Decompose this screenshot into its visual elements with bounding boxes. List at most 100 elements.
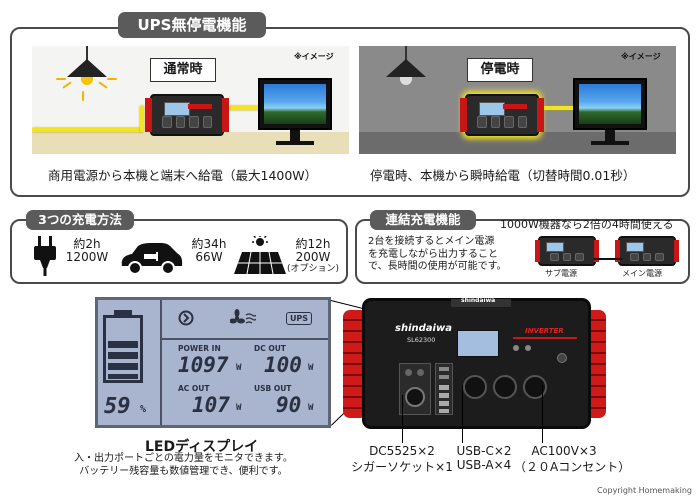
monitor-base — [591, 141, 629, 145]
power-in-unit: W — [236, 363, 242, 373]
power-cable — [32, 128, 142, 132]
battery-percent: 59 — [104, 394, 131, 419]
image-note: ※イメージ — [294, 52, 334, 61]
usb-a-port[interactable] — [439, 401, 449, 406]
accent-stripe — [513, 337, 577, 339]
power-icon — [178, 310, 194, 326]
light-ray — [107, 78, 117, 80]
lcd-divider — [162, 338, 328, 340]
usb-c-port[interactable] — [439, 375, 449, 379]
linking-headline: 1000W機器なら2倍の4時間使える — [500, 218, 674, 231]
monitor-stand — [290, 130, 300, 142]
light-ray — [56, 78, 66, 80]
bulb-lit-icon — [81, 77, 93, 85]
battery-icon — [103, 315, 143, 383]
monitor-base — [276, 141, 314, 145]
led-description: 入・出力ポートごとの電力量をモニタできます。 バッテリー残容量も数値管理でき、便… — [74, 453, 293, 477]
car-time: 約34h — [191, 237, 227, 251]
charging-title: 3つの充電方法 — [26, 210, 134, 230]
cigar-socket[interactable] — [405, 387, 425, 407]
link-cable — [594, 258, 622, 260]
inverter-badge: INVERTER — [525, 327, 564, 335]
power-cable — [222, 106, 270, 110]
floor — [32, 132, 349, 154]
plug-time: 約2h — [73, 237, 101, 251]
power-station-icon — [460, 94, 544, 136]
ac-out-unit: W — [236, 403, 242, 413]
monitor-icon — [573, 78, 647, 130]
power-cable — [140, 106, 144, 132]
power-in-value: 1097 — [178, 353, 229, 377]
monitor-icon — [258, 78, 332, 130]
dc-out-label: DC OUT — [254, 344, 286, 353]
top-strip — [451, 299, 511, 307]
usb-out-value: 90 — [276, 393, 302, 417]
linking-title: 連結充電機能 — [370, 210, 476, 230]
plug-watt: 1200W — [65, 250, 109, 264]
mini-lcd — [457, 330, 499, 357]
battery-cell — [108, 374, 138, 379]
main-power-unit-icon — [615, 236, 679, 266]
led-title: LEDディスプレイ — [145, 439, 259, 455]
normal-mode-label: 通常時 — [150, 58, 216, 82]
plug-icon — [34, 236, 56, 276]
lamp-icon — [386, 59, 426, 77]
solar-time: 約12h — [295, 237, 331, 251]
image-note: ※イメージ — [621, 52, 661, 61]
input-port[interactable] — [557, 353, 567, 363]
solar-note: (オプション) — [286, 264, 340, 274]
battery-percent-sign: % — [140, 404, 147, 415]
outage-caption: 停電時、本機から瞬時給電（切替時間0.01秒） — [370, 168, 636, 183]
usb-out-label: USB OUT — [254, 384, 292, 393]
ac-outlet[interactable] — [493, 375, 517, 399]
dc-port-label: DC5525×2 シガーソケット×1 — [351, 444, 453, 474]
ups-title: UPS無停電機能 — [118, 12, 266, 38]
light-ray — [62, 81, 72, 89]
light-ray — [98, 81, 108, 89]
monitor-stand — [605, 130, 615, 142]
power-button[interactable] — [513, 345, 519, 351]
usb-port-label: USB-C×2 USB-A×4 — [456, 444, 512, 472]
power-station-device: shindaiwa shindaiwa SL62300 INVERTER — [362, 297, 591, 429]
usb-c-port[interactable] — [439, 367, 449, 371]
sub-power-label: サブ電源 — [545, 269, 577, 278]
dc5525-port[interactable] — [417, 369, 424, 376]
usb-a-port[interactable] — [439, 385, 449, 390]
solar-panel-icon — [234, 236, 286, 275]
normal-caption: 商用電源から本機と端末へ給電（最大1400W） — [48, 168, 318, 183]
lcd-divider — [160, 300, 162, 425]
dc5525-port[interactable] — [405, 369, 412, 376]
linking-description: 2台を接続するとメイン電源 を充電しながら出力すること で、長時間の使用が可能で… — [368, 236, 507, 272]
brand-logo: shindaiwa — [395, 323, 452, 334]
copyright: Copyright Homemaking — [597, 486, 692, 495]
top-brand: shindaiwa — [461, 297, 496, 304]
floor — [359, 132, 676, 154]
ac-outlet[interactable] — [523, 375, 547, 399]
usb-a-port[interactable] — [439, 409, 449, 413]
lamp-cord — [405, 46, 407, 60]
usb-pointer — [462, 385, 463, 443]
power-in-label: POWER IN — [178, 344, 221, 353]
battery-terminal — [114, 310, 132, 315]
solar-watt: 200W — [295, 250, 331, 264]
outage-mode-label: 停電時 — [467, 58, 533, 82]
power-station-icon — [145, 94, 229, 136]
battery-cell — [108, 341, 138, 348]
bulb-off-icon — [400, 77, 412, 85]
lamp-cord — [86, 46, 88, 60]
dc-pointer — [402, 395, 403, 443]
dc-button[interactable] — [525, 345, 531, 351]
ups-outage-scene: 停電時 ※イメージ — [359, 46, 676, 154]
fan-icon — [230, 309, 256, 324]
dc-out-unit: W — [308, 363, 314, 373]
ac-out-value: 107 — [192, 393, 230, 417]
dc-out-value: 100 — [264, 353, 302, 377]
ac-port-label: AC100V×3 （２０Aコンセント） — [514, 444, 631, 474]
ac-outlet[interactable] — [463, 375, 487, 399]
lcd-display: 59 % UPS POWER IN 1097 W DC OUT 100 W AC… — [95, 297, 331, 428]
battery-cell — [108, 352, 138, 359]
ac-pointer — [542, 385, 543, 443]
main-power-label: メイン電源 — [622, 269, 662, 278]
model-number: SL62300 — [407, 336, 436, 344]
usb-a-port[interactable] — [439, 393, 449, 398]
